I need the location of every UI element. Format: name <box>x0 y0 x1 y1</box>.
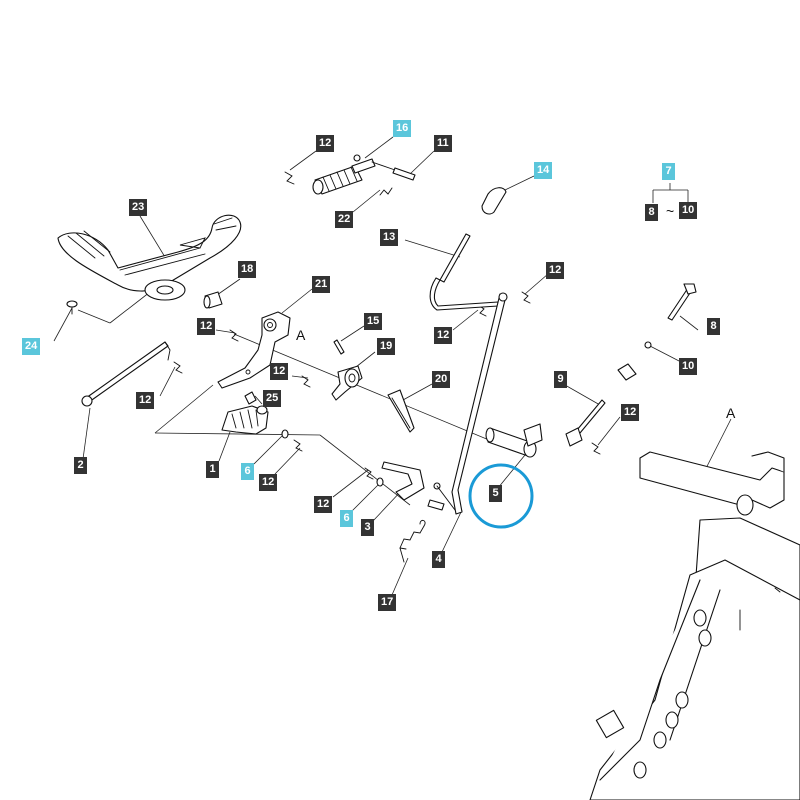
callout-9[interactable]: 9 <box>554 371 567 388</box>
group-tilde: ~ <box>666 203 674 219</box>
part-1-pedal-arm <box>221 405 269 435</box>
callout-18[interactable]: 18 <box>238 261 257 278</box>
callout-19[interactable]: 19 <box>377 338 396 355</box>
callout-24[interactable]: 24 <box>22 338 41 355</box>
callout-23[interactable]: 23 <box>129 199 148 216</box>
part-10-nut <box>644 341 652 349</box>
focus-ring <box>468 463 534 529</box>
callout-12-mid[interactable]: 12 <box>270 363 289 380</box>
part-3-plate <box>381 461 425 501</box>
callout-22[interactable]: 22 <box>335 211 354 228</box>
callout-12-bracket[interactable]: 12 <box>197 318 216 335</box>
callout-4[interactable]: 4 <box>432 551 445 568</box>
part-6-washer-left <box>281 429 289 439</box>
part-bushing-right <box>617 363 637 381</box>
part-4-link-rod <box>433 292 508 515</box>
callout-17[interactable]: 17 <box>378 594 397 611</box>
callout-12-lever-left[interactable]: 12 <box>434 327 453 344</box>
callout-12-right[interactable]: 12 <box>621 404 640 421</box>
callout-12-bottom-left[interactable]: 12 <box>259 474 278 491</box>
callout-12-top[interactable]: 12 <box>316 135 335 152</box>
callout-12-rod[interactable]: 12 <box>136 392 155 409</box>
group-bracket-7 <box>652 183 689 203</box>
callout-13[interactable]: 13 <box>380 229 399 246</box>
part-21-bracket <box>217 311 291 389</box>
callout-6-left[interactable]: 6 <box>241 463 254 480</box>
callout-1[interactable]: 1 <box>206 461 219 478</box>
leader-lines <box>53 136 743 596</box>
callout-10[interactable]: 10 <box>679 358 698 375</box>
part-16-roller <box>312 154 416 195</box>
reference-mark-a-left: A <box>296 327 306 343</box>
callout-21[interactable]: 21 <box>312 276 331 293</box>
part-17-spring <box>399 519 426 563</box>
callout-2[interactable]: 2 <box>74 457 87 474</box>
callout-7[interactable]: 7 <box>662 163 675 180</box>
part-6-washer-mid <box>376 477 384 487</box>
callout-8[interactable]: 8 <box>707 318 720 335</box>
part-25-pin <box>244 391 257 405</box>
frame-assembly <box>589 451 800 800</box>
part-9-link <box>565 399 606 447</box>
callout-10-group[interactable]: 10 <box>679 202 698 219</box>
bolt-mid <box>427 499 445 511</box>
callout-14[interactable]: 14 <box>534 162 553 179</box>
part-8-bolt <box>667 283 697 321</box>
callout-5[interactable]: 5 <box>489 485 502 502</box>
callout-25[interactable]: 25 <box>263 390 282 407</box>
part-18-bushing <box>203 291 223 309</box>
callout-8-group[interactable]: 8 <box>645 204 658 221</box>
callout-12-lever-right[interactable]: 12 <box>546 262 565 279</box>
reference-mark-a-right: A <box>726 405 736 421</box>
part-2-rod <box>81 341 171 407</box>
callout-3[interactable]: 3 <box>361 519 374 536</box>
part-20-plate <box>387 389 415 433</box>
part-14-grip <box>481 187 507 215</box>
callout-11[interactable]: 11 <box>434 135 452 152</box>
callout-6-mid[interactable]: 6 <box>340 510 353 527</box>
part-19-lever <box>331 365 363 401</box>
callout-16[interactable]: 16 <box>393 120 412 137</box>
part-23-pedal <box>57 214 242 301</box>
part-5-pivot <box>485 423 543 458</box>
callout-15[interactable]: 15 <box>364 313 383 330</box>
callout-20[interactable]: 20 <box>432 371 451 388</box>
part-13-lever <box>429 233 499 311</box>
part-24-bolt <box>66 300 78 315</box>
hairpin-clip-top <box>284 171 295 185</box>
part-15-pin <box>333 339 345 355</box>
part-22-spring-pin <box>379 187 393 196</box>
callout-12-bottom-mid[interactable]: 12 <box>314 496 333 513</box>
